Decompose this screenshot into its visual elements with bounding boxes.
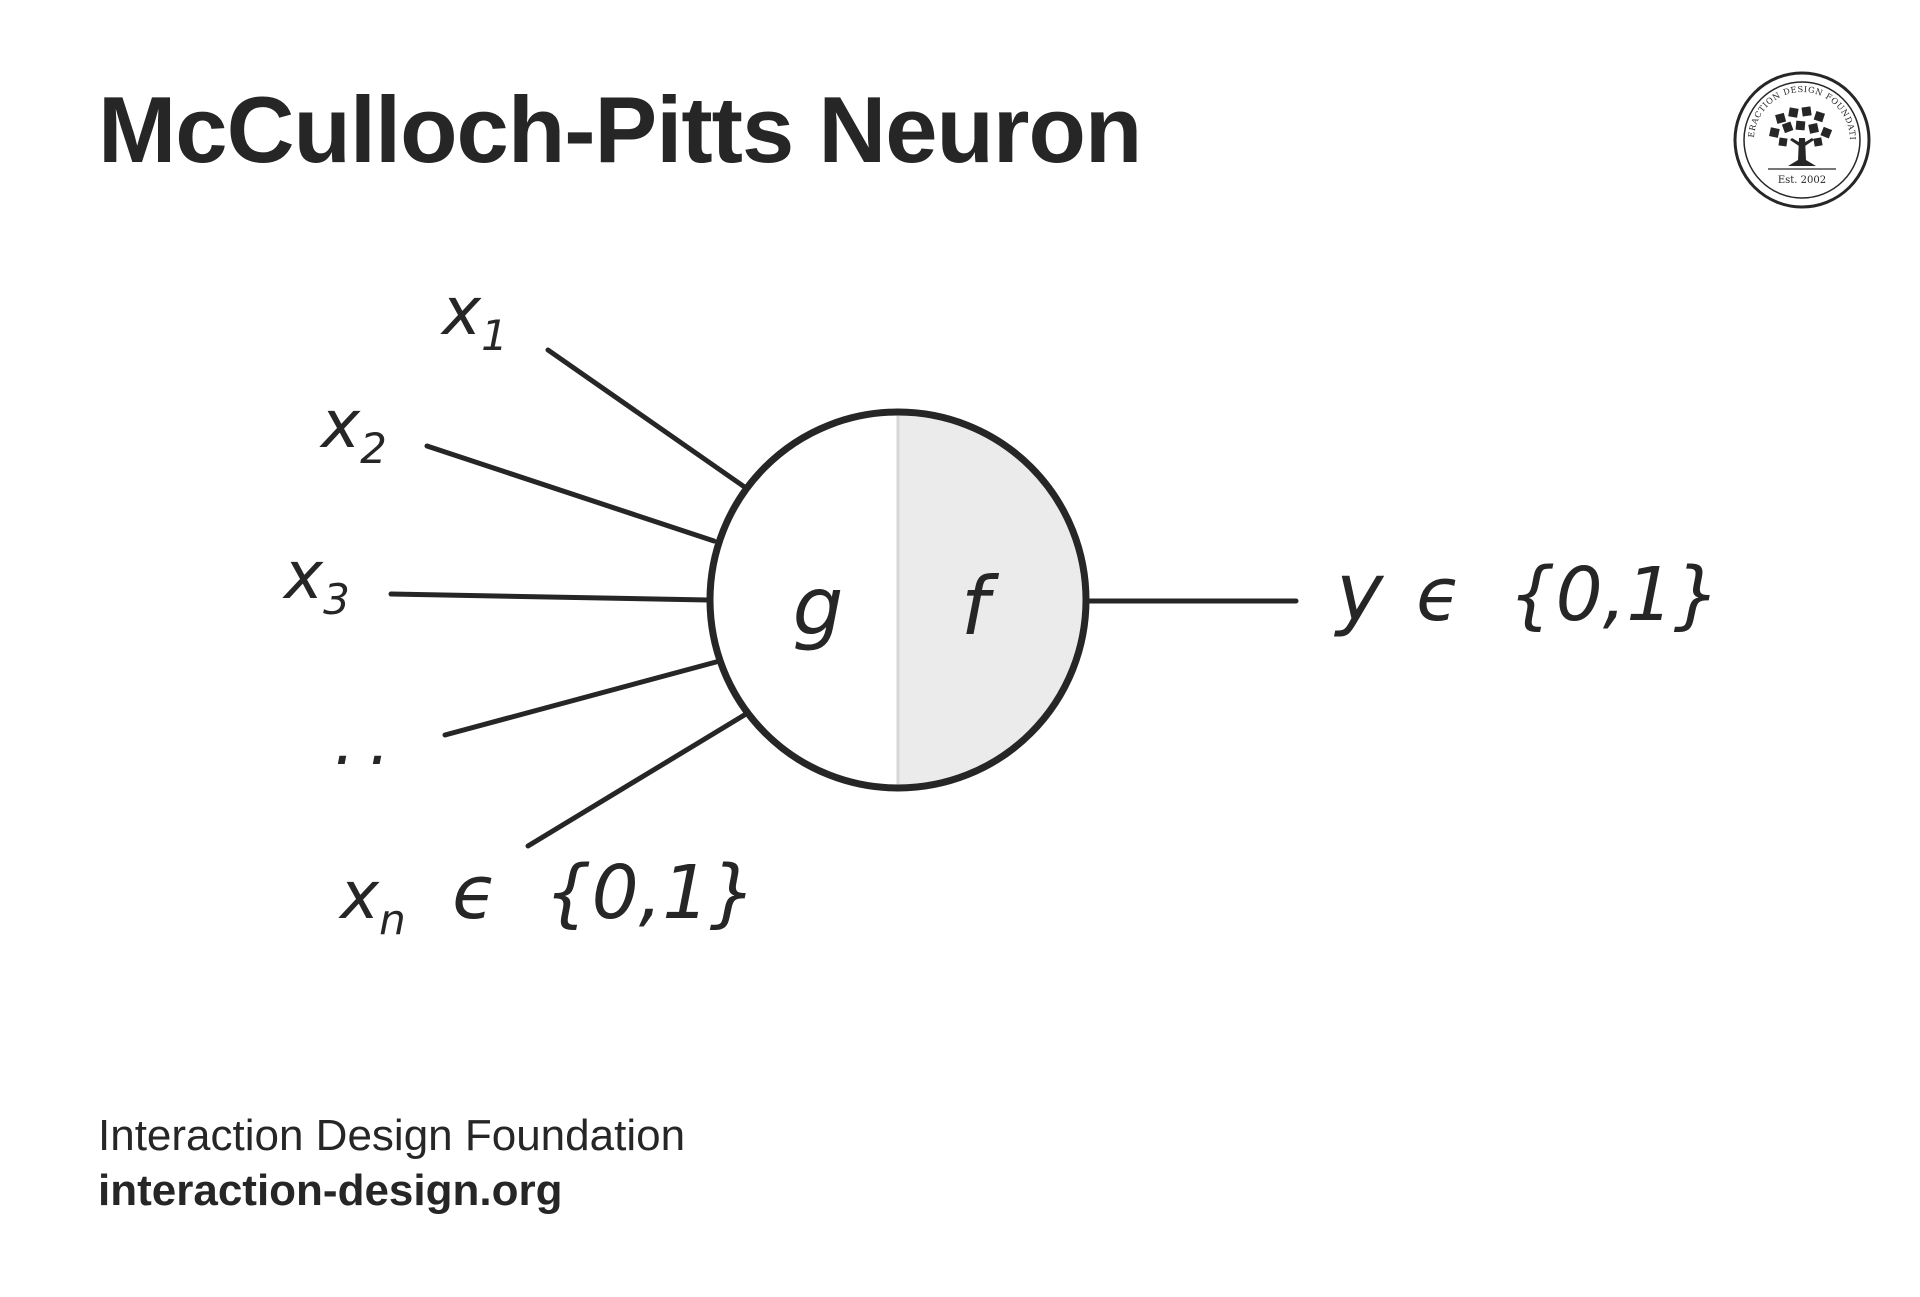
aggregation-function-label: g [793, 560, 844, 653]
input-edge-x1 [545, 347, 749, 491]
input-var: x [338, 857, 380, 934]
tree-icon [1769, 106, 1833, 166]
input-var: x [440, 273, 482, 350]
input-label-ellipsis: .. [334, 703, 404, 780]
input-subscript: 2 [360, 424, 387, 473]
input-edge-x3 [388, 591, 711, 603]
input-edge-ellipsis [442, 659, 719, 738]
logo-inner-ring [1743, 81, 1861, 199]
input-domain-label: ϵ {0,1} [452, 850, 756, 936]
footer-organization: Interaction Design Foundation [98, 1111, 686, 1160]
input-var: x [282, 537, 324, 614]
input-subscript: 3 [323, 575, 350, 624]
footer-website-link[interactable]: interaction-design.org [98, 1166, 563, 1215]
input-label-x1: x1 [440, 273, 508, 360]
input-label-x2: x2 [319, 386, 387, 473]
input-edge-xn [525, 711, 749, 849]
input-var: x [319, 386, 361, 463]
input-label-x3: x3 [282, 537, 350, 624]
page-title: McCulloch-Pitts Neuron [98, 77, 1142, 182]
output-domain-label: ϵ {0,1} [1416, 552, 1720, 638]
neuron-activation-half [898, 412, 1086, 788]
input-label-xn: xn [338, 857, 406, 944]
neuron-body [706, 408, 1090, 792]
logo-established: Est. 2002 [1778, 175, 1826, 186]
input-subscript: 1 [481, 311, 508, 360]
input-subscript: n [379, 895, 406, 944]
input-edge-x2 [424, 443, 717, 544]
output-var-label: y [1334, 546, 1385, 639]
foundation-logo: INTERACTION DESIGN FOUNDATION Est. 2002 [1732, 70, 1871, 209]
